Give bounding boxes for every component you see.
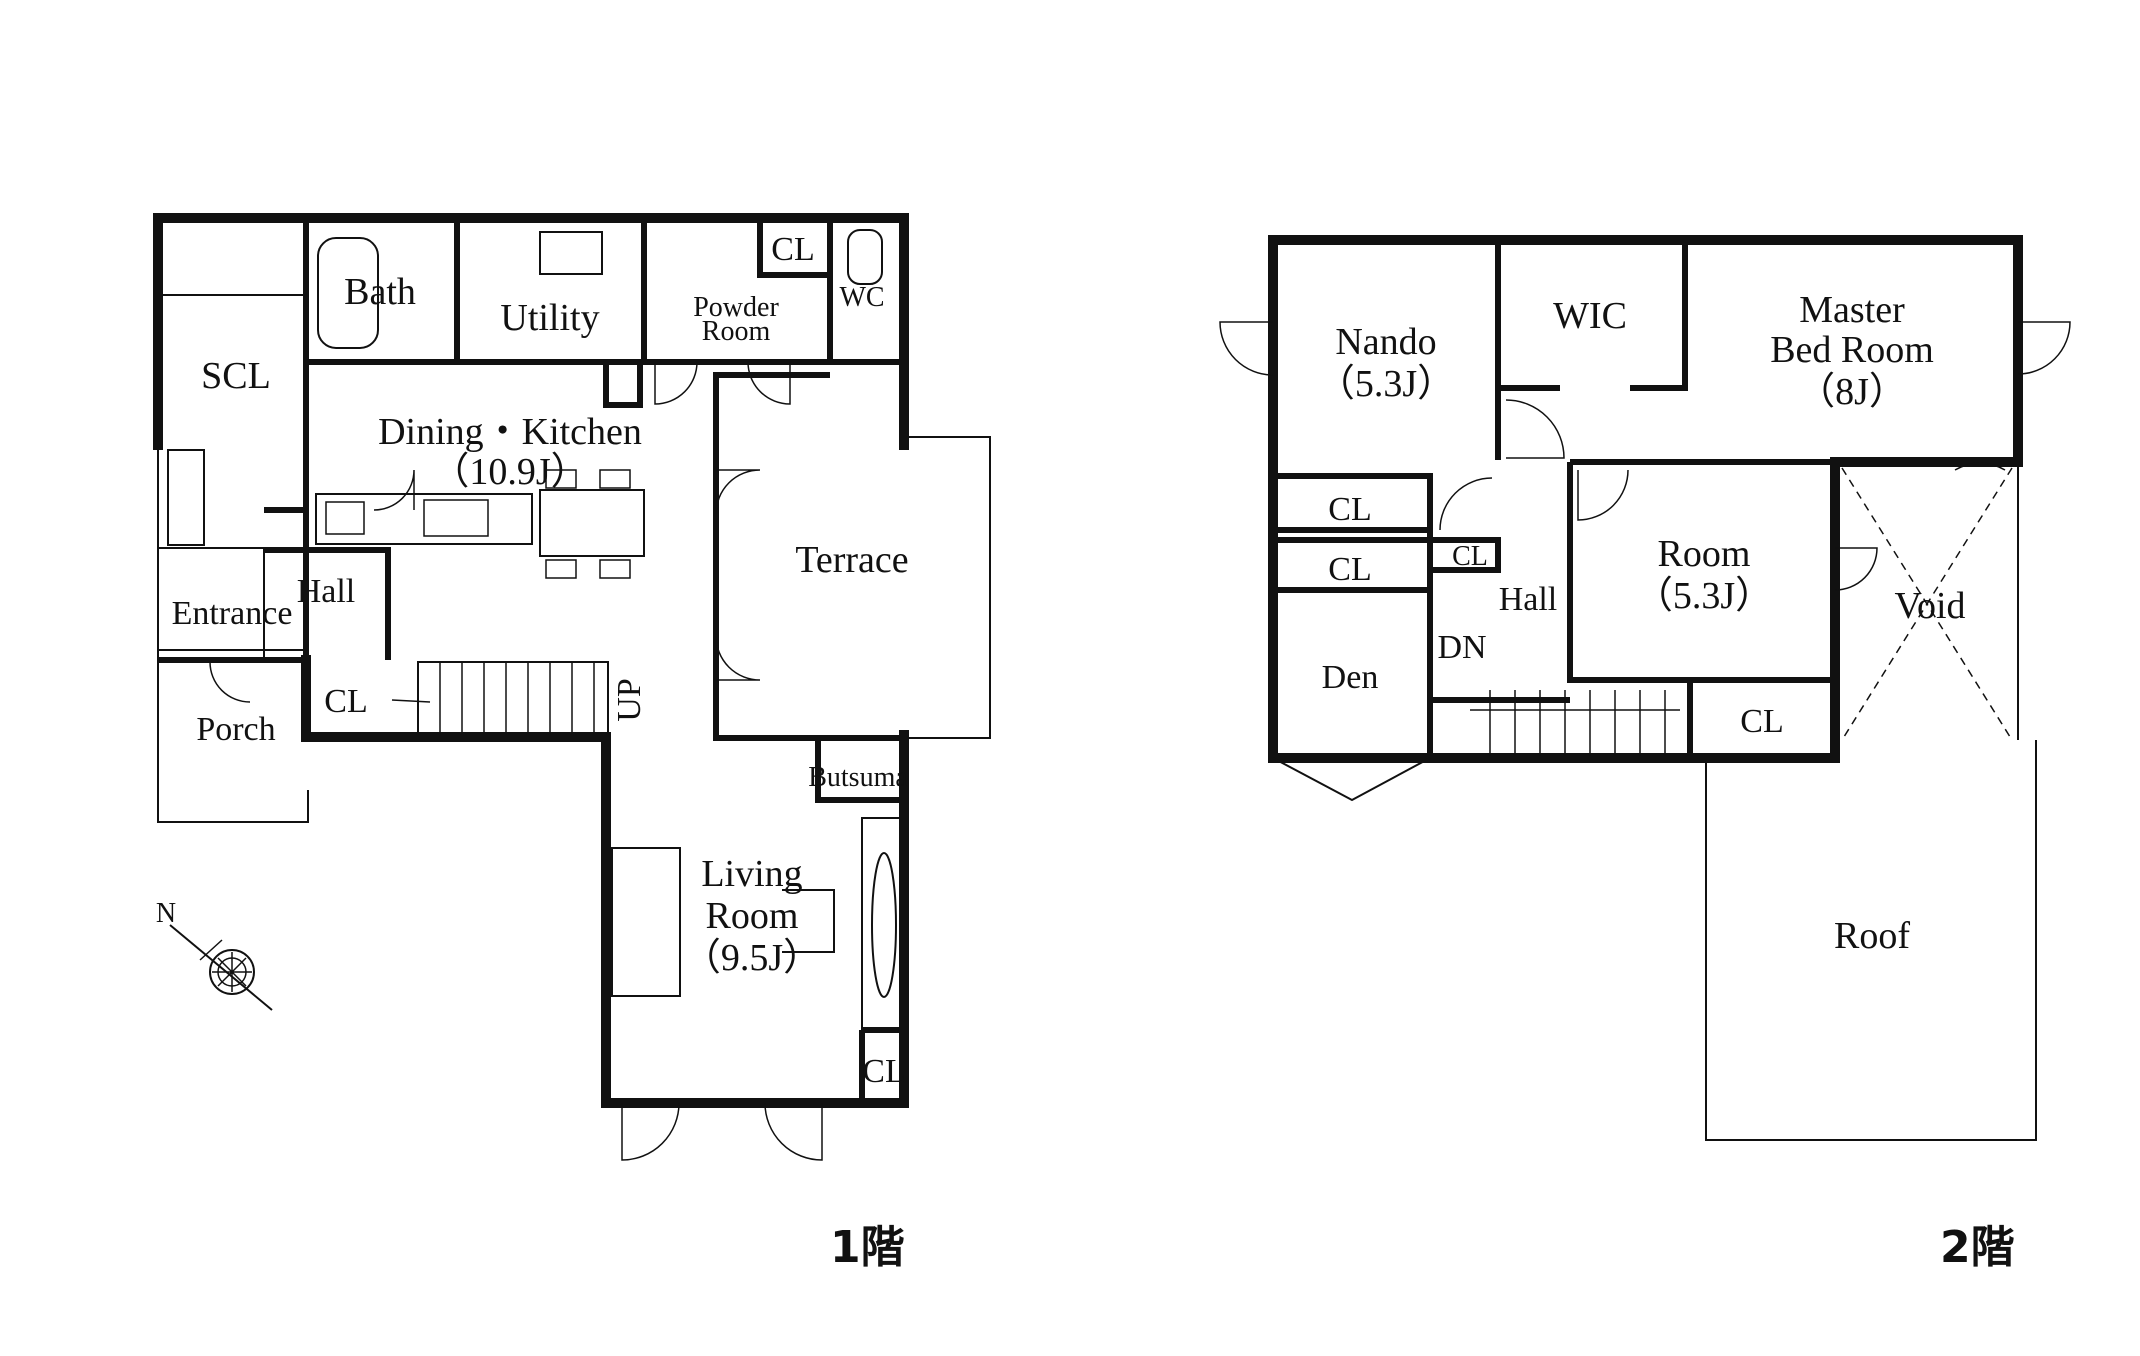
cl-1-label: CL	[1328, 491, 1371, 528]
up-label: UP	[611, 678, 648, 721]
master-bed-room-label-1: Master	[1799, 289, 1905, 331]
entrance-label: Entrance	[172, 595, 293, 632]
wic-label: WIC	[1553, 295, 1627, 337]
room-label-2: （5.3J）	[1635, 575, 1773, 617]
dining-kitchen-label-1: Dining・Kitchen	[378, 411, 642, 453]
scl-label: SCL	[201, 355, 271, 397]
hall-label: Hall	[297, 573, 356, 610]
room-label-1: Room	[1658, 533, 1751, 575]
butsuma-label: Butsuma	[808, 762, 908, 793]
bath-label: Bath	[344, 271, 416, 313]
wc-label: WC	[839, 282, 884, 313]
cl-stair-label: CL	[1740, 703, 1783, 740]
dining-kitchen-label-2: （10.9J）	[431, 451, 588, 493]
stairs-down	[1470, 690, 1680, 756]
cl-hall-label: CL	[324, 683, 367, 720]
floor-1-title: 1階	[830, 1222, 905, 1273]
stairs-up	[391, 661, 609, 735]
void-label: Void	[1894, 585, 1965, 627]
compass-icon	[169, 924, 273, 1011]
cl-small-label: CL	[1452, 541, 1488, 572]
cl-top-label: CL	[771, 231, 814, 268]
nando-label-2: （5.3J）	[1317, 363, 1455, 405]
utility-label: Utility	[500, 297, 599, 339]
den-label: Den	[1322, 659, 1379, 696]
floor-2-title: 2階	[1940, 1222, 2015, 1273]
cl-2-label: CL	[1328, 551, 1371, 588]
compass-north-label: N	[156, 898, 176, 929]
powder-room-label-2: Room	[702, 316, 771, 347]
nando-label-1: Nando	[1335, 321, 1436, 363]
porch-label: Porch	[196, 711, 275, 748]
floor-2-plan: Nando （5.3J） WIC Master Bed Room （8J） CL…	[1219, 235, 2071, 1273]
hall-2-label: Hall	[1499, 581, 1558, 618]
dn-label: DN	[1437, 629, 1486, 666]
terrace-label: Terrace	[795, 539, 908, 581]
powder-room-label-1: Powder	[693, 292, 779, 323]
living-room-label-2: Room	[706, 895, 799, 937]
master-bed-room-label-3: （8J）	[1797, 371, 1907, 413]
living-room-label-3: （9.5J）	[683, 937, 821, 979]
cl-living-label: CL	[862, 1053, 905, 1090]
roof-label: Roof	[1834, 915, 1910, 957]
floor-1-plan: Bath Utility Powder Room CL WC SCL Dinin…	[153, 213, 991, 1273]
living-room-label-1: Living	[701, 853, 802, 895]
master-bed-room-label-2: Bed Room	[1770, 329, 1934, 371]
